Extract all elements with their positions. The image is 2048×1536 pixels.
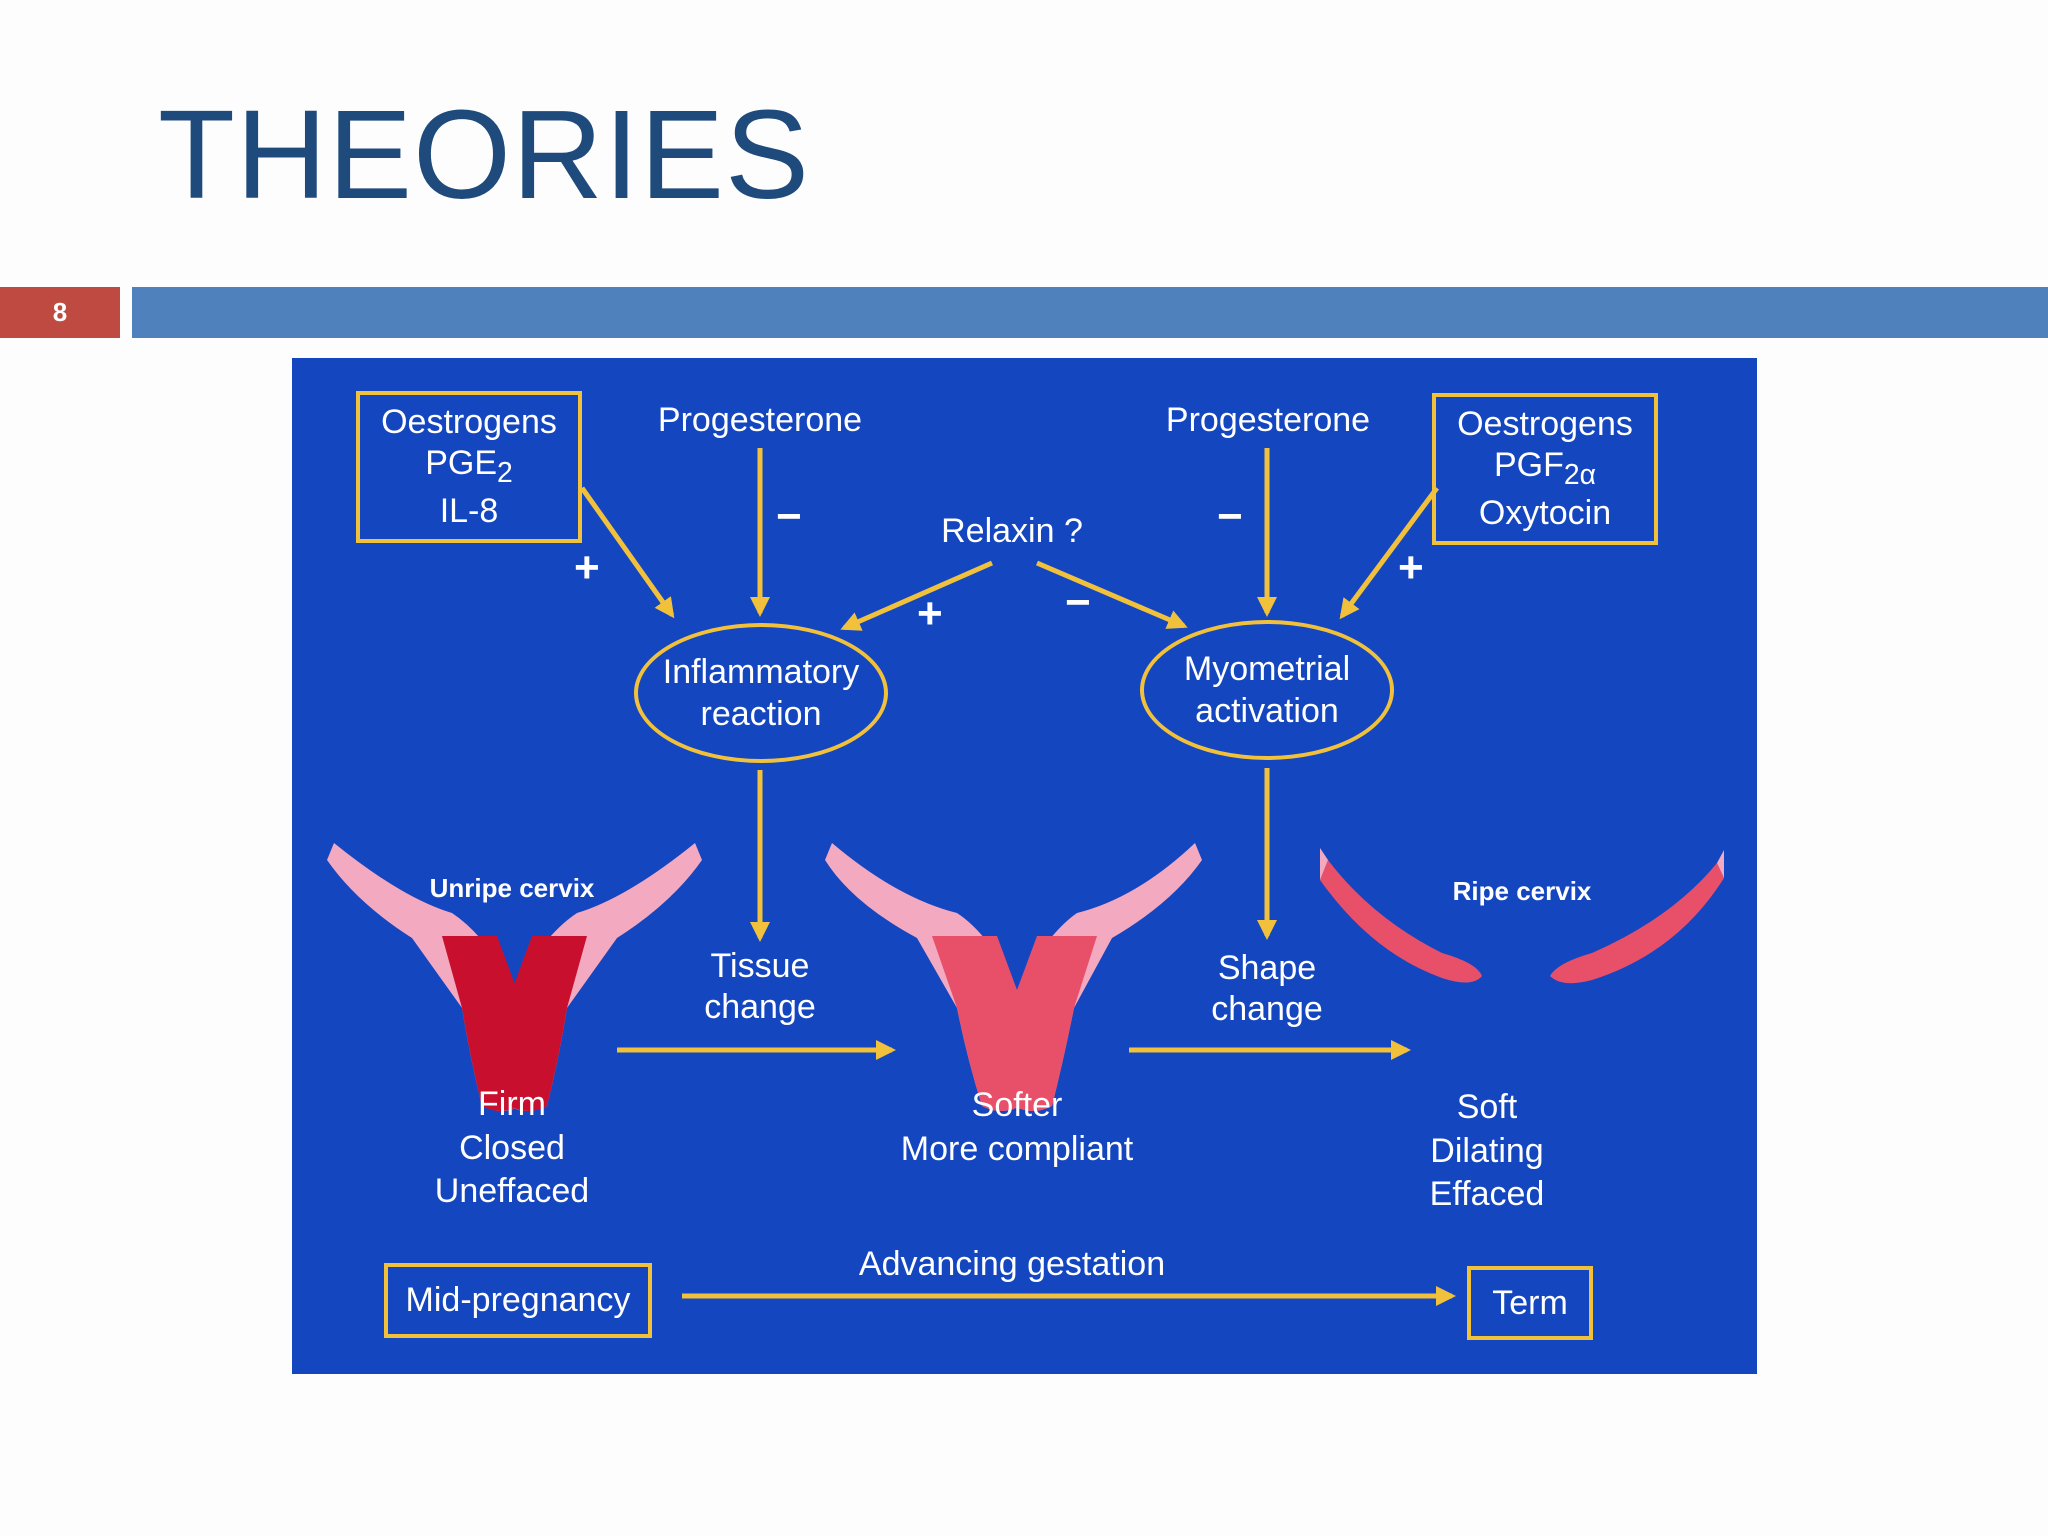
oestrogens-label: Oestrogens xyxy=(1457,404,1633,445)
relaxin-label: Relaxin ? xyxy=(932,511,1092,552)
header-bar xyxy=(132,287,2048,338)
inflammatory-label: Inflammatory xyxy=(663,651,860,694)
shape-change-label: Shape change xyxy=(1187,948,1347,1030)
oestrogens-label: Oestrogens xyxy=(381,402,557,443)
ripe-state-label: Soft Dilating Effaced xyxy=(1407,1086,1567,1217)
myometrial-label: Myometrial xyxy=(1184,648,1350,691)
slide-title: THEORIES xyxy=(158,92,810,218)
left-stimulants-box: Oestrogens PGE2 IL-8 xyxy=(356,391,582,543)
pge-subscript: 2 xyxy=(497,457,513,489)
plus-sign-right-box: + xyxy=(1398,546,1424,590)
minus-sign-right-progesterone: − xyxy=(1217,495,1243,539)
il8-label: IL-8 xyxy=(440,491,499,532)
softer-state-label: Softer More compliant xyxy=(882,1084,1152,1171)
unripe-state-label: Firm Closed Uneffaced xyxy=(407,1083,617,1214)
minus-sign-relaxin: − xyxy=(1065,581,1091,625)
arrow-relaxin-to-myometrial xyxy=(1037,563,1184,626)
unripe-cervix-label: Unripe cervix xyxy=(412,873,612,904)
progesterone-right-label: Progesterone xyxy=(1158,400,1378,441)
pge-label: PGE xyxy=(425,444,497,482)
minus-sign-left-progesterone: − xyxy=(776,495,802,539)
pgf-label: PGF xyxy=(1494,446,1564,484)
softer-cervix-shape xyxy=(825,843,1202,1111)
myometrial-activation-node: Myometrial activation xyxy=(1140,620,1394,760)
advancing-gestation-label: Advancing gestation xyxy=(842,1244,1182,1285)
plus-sign-left-box: + xyxy=(574,546,600,590)
right-stimulants-box: Oestrogens PGF2α Oxytocin xyxy=(1432,393,1658,545)
tissue-change-label: Tissue change xyxy=(680,946,840,1028)
mid-pregnancy-box: Mid-pregnancy xyxy=(384,1263,652,1338)
cervical-ripening-diagram: Oestrogens PGE2 IL-8 Oestrogens PGF2α Ox… xyxy=(292,358,1757,1374)
slide-number: 8 xyxy=(0,287,120,338)
inflammatory-reaction-node: Inflammatory reaction xyxy=(634,623,888,763)
ripe-cervix-shape xyxy=(1320,848,1724,983)
term-box: Term xyxy=(1467,1266,1593,1340)
oxytocin-label: Oxytocin xyxy=(1479,493,1611,534)
activation-label: activation xyxy=(1195,690,1339,733)
pgf-subscript: 2α xyxy=(1564,459,1596,491)
progesterone-left-label: Progesterone xyxy=(650,400,870,441)
ripe-cervix-label: Ripe cervix xyxy=(1432,876,1612,907)
reaction-label: reaction xyxy=(701,693,822,736)
plus-sign-relaxin: + xyxy=(917,592,943,636)
